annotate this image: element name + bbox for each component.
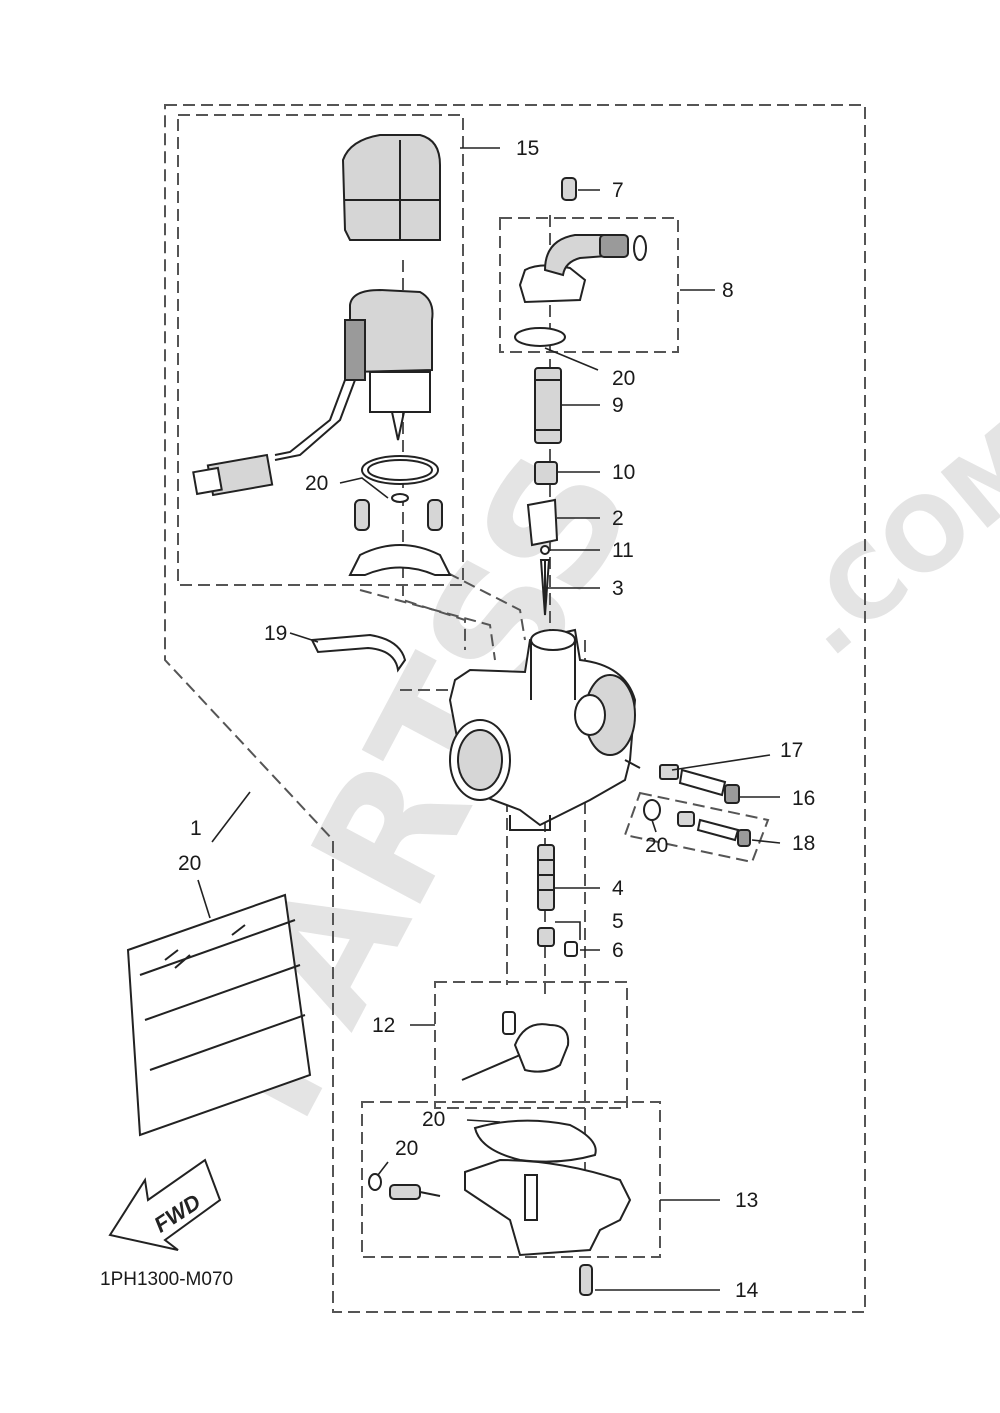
hose-19 [310,633,407,673]
callout-2: 2 [612,507,624,530]
carburetor-body [448,628,641,831]
callout-20-bag: 20 [178,852,201,875]
parts-bag-20 [126,893,312,1137]
choke-plate [348,544,452,576]
callout-11: 11 [612,539,634,562]
float-box [434,981,628,1109]
diagram-code: 1PH1300-M070 [100,1269,233,1290]
callout-3: 3 [612,577,624,600]
spring-17 [659,764,679,780]
callout-14: 14 [735,1279,759,1302]
screw-14 [579,1264,593,1296]
callout-6: 6 [612,939,624,962]
float-12 [461,1011,570,1081]
callout-17: 17 [780,739,803,762]
screw-7 [561,177,577,201]
spring-2 [526,498,559,547]
callout-15: 15 [516,137,539,160]
callout-5: 5 [612,910,624,933]
callout-20-screw: 20 [645,834,668,857]
choke-oring [361,455,439,503]
callout-20-top: 20 [612,367,635,390]
plug-6 [564,941,578,957]
choke-wire-connector [192,379,356,497]
callout-12: 12 [372,1014,395,1037]
assembly-boundary [164,104,866,1313]
callout-20-oring: 20 [395,1137,418,1160]
callout-7: 7 [612,179,624,202]
choke-cover [341,134,441,241]
callout-16: 16 [792,787,815,810]
pilot-screw-18 [643,799,751,847]
nut-10 [534,461,558,485]
watermark-suffix: .COM [770,399,1000,679]
needle-jet-9 [534,367,562,444]
gasket-20-top [514,327,566,347]
callout-1: 1 [190,817,202,840]
callout-13: 13 [735,1189,758,1212]
choke-solenoid [344,288,434,441]
callout-10: 10 [612,461,635,484]
jet-5 [537,927,555,947]
callout-8: 8 [722,279,734,302]
callout-20-gasket: 20 [422,1108,445,1131]
choke-screws [354,499,443,531]
clip-11 [540,545,550,555]
leader-lines [197,147,781,1291]
callout-20-choke: 20 [305,472,328,495]
callout-9: 9 [612,394,624,417]
callout-labels: 15 7 8 20 9 10 2 11 3 20 19 17 16 18 20 … [178,137,815,1302]
callout-4: 4 [612,877,624,900]
float-chamber-box [361,1101,661,1258]
fwd-arrow: FWD [108,1158,222,1251]
main-jet-4 [537,844,555,911]
watermark-suffix-text: .COM [770,399,1000,679]
callout-18: 18 [792,832,815,855]
fuel-joint-8 [518,234,647,304]
float-chamber-13 [368,1119,632,1257]
callout-19: 19 [264,622,287,645]
fuel-joint-box [499,217,679,353]
screw-16 [678,768,740,804]
